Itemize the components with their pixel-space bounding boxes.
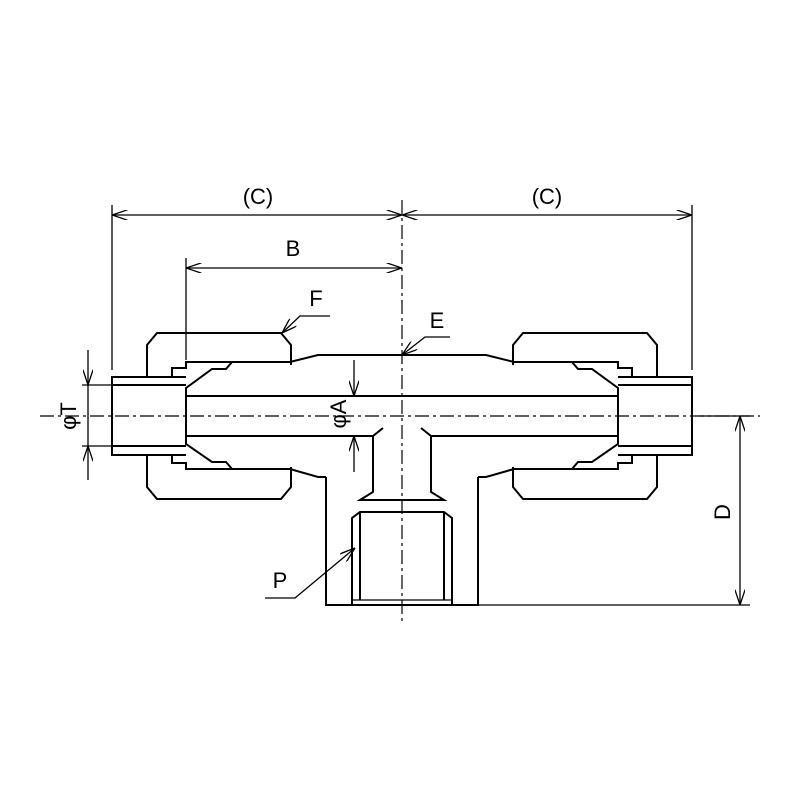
left-end	[111, 332, 402, 500]
body-e-label: E	[430, 308, 445, 333]
dimension-c-left-label: (C)	[243, 184, 274, 209]
dimension-phi-a-label: φA	[326, 399, 351, 428]
nut-f-label: F	[309, 286, 322, 311]
dimension-phi-t-label: φT	[56, 402, 81, 430]
dimension-c-right-label: (C)	[532, 184, 563, 209]
body	[186, 395, 618, 606]
port-p-label: P	[273, 568, 288, 593]
dimension-d-label: D	[710, 504, 735, 520]
dimension-b-label: B	[286, 236, 301, 261]
dimension-lines	[82, 205, 750, 606]
right-end	[402, 332, 693, 500]
